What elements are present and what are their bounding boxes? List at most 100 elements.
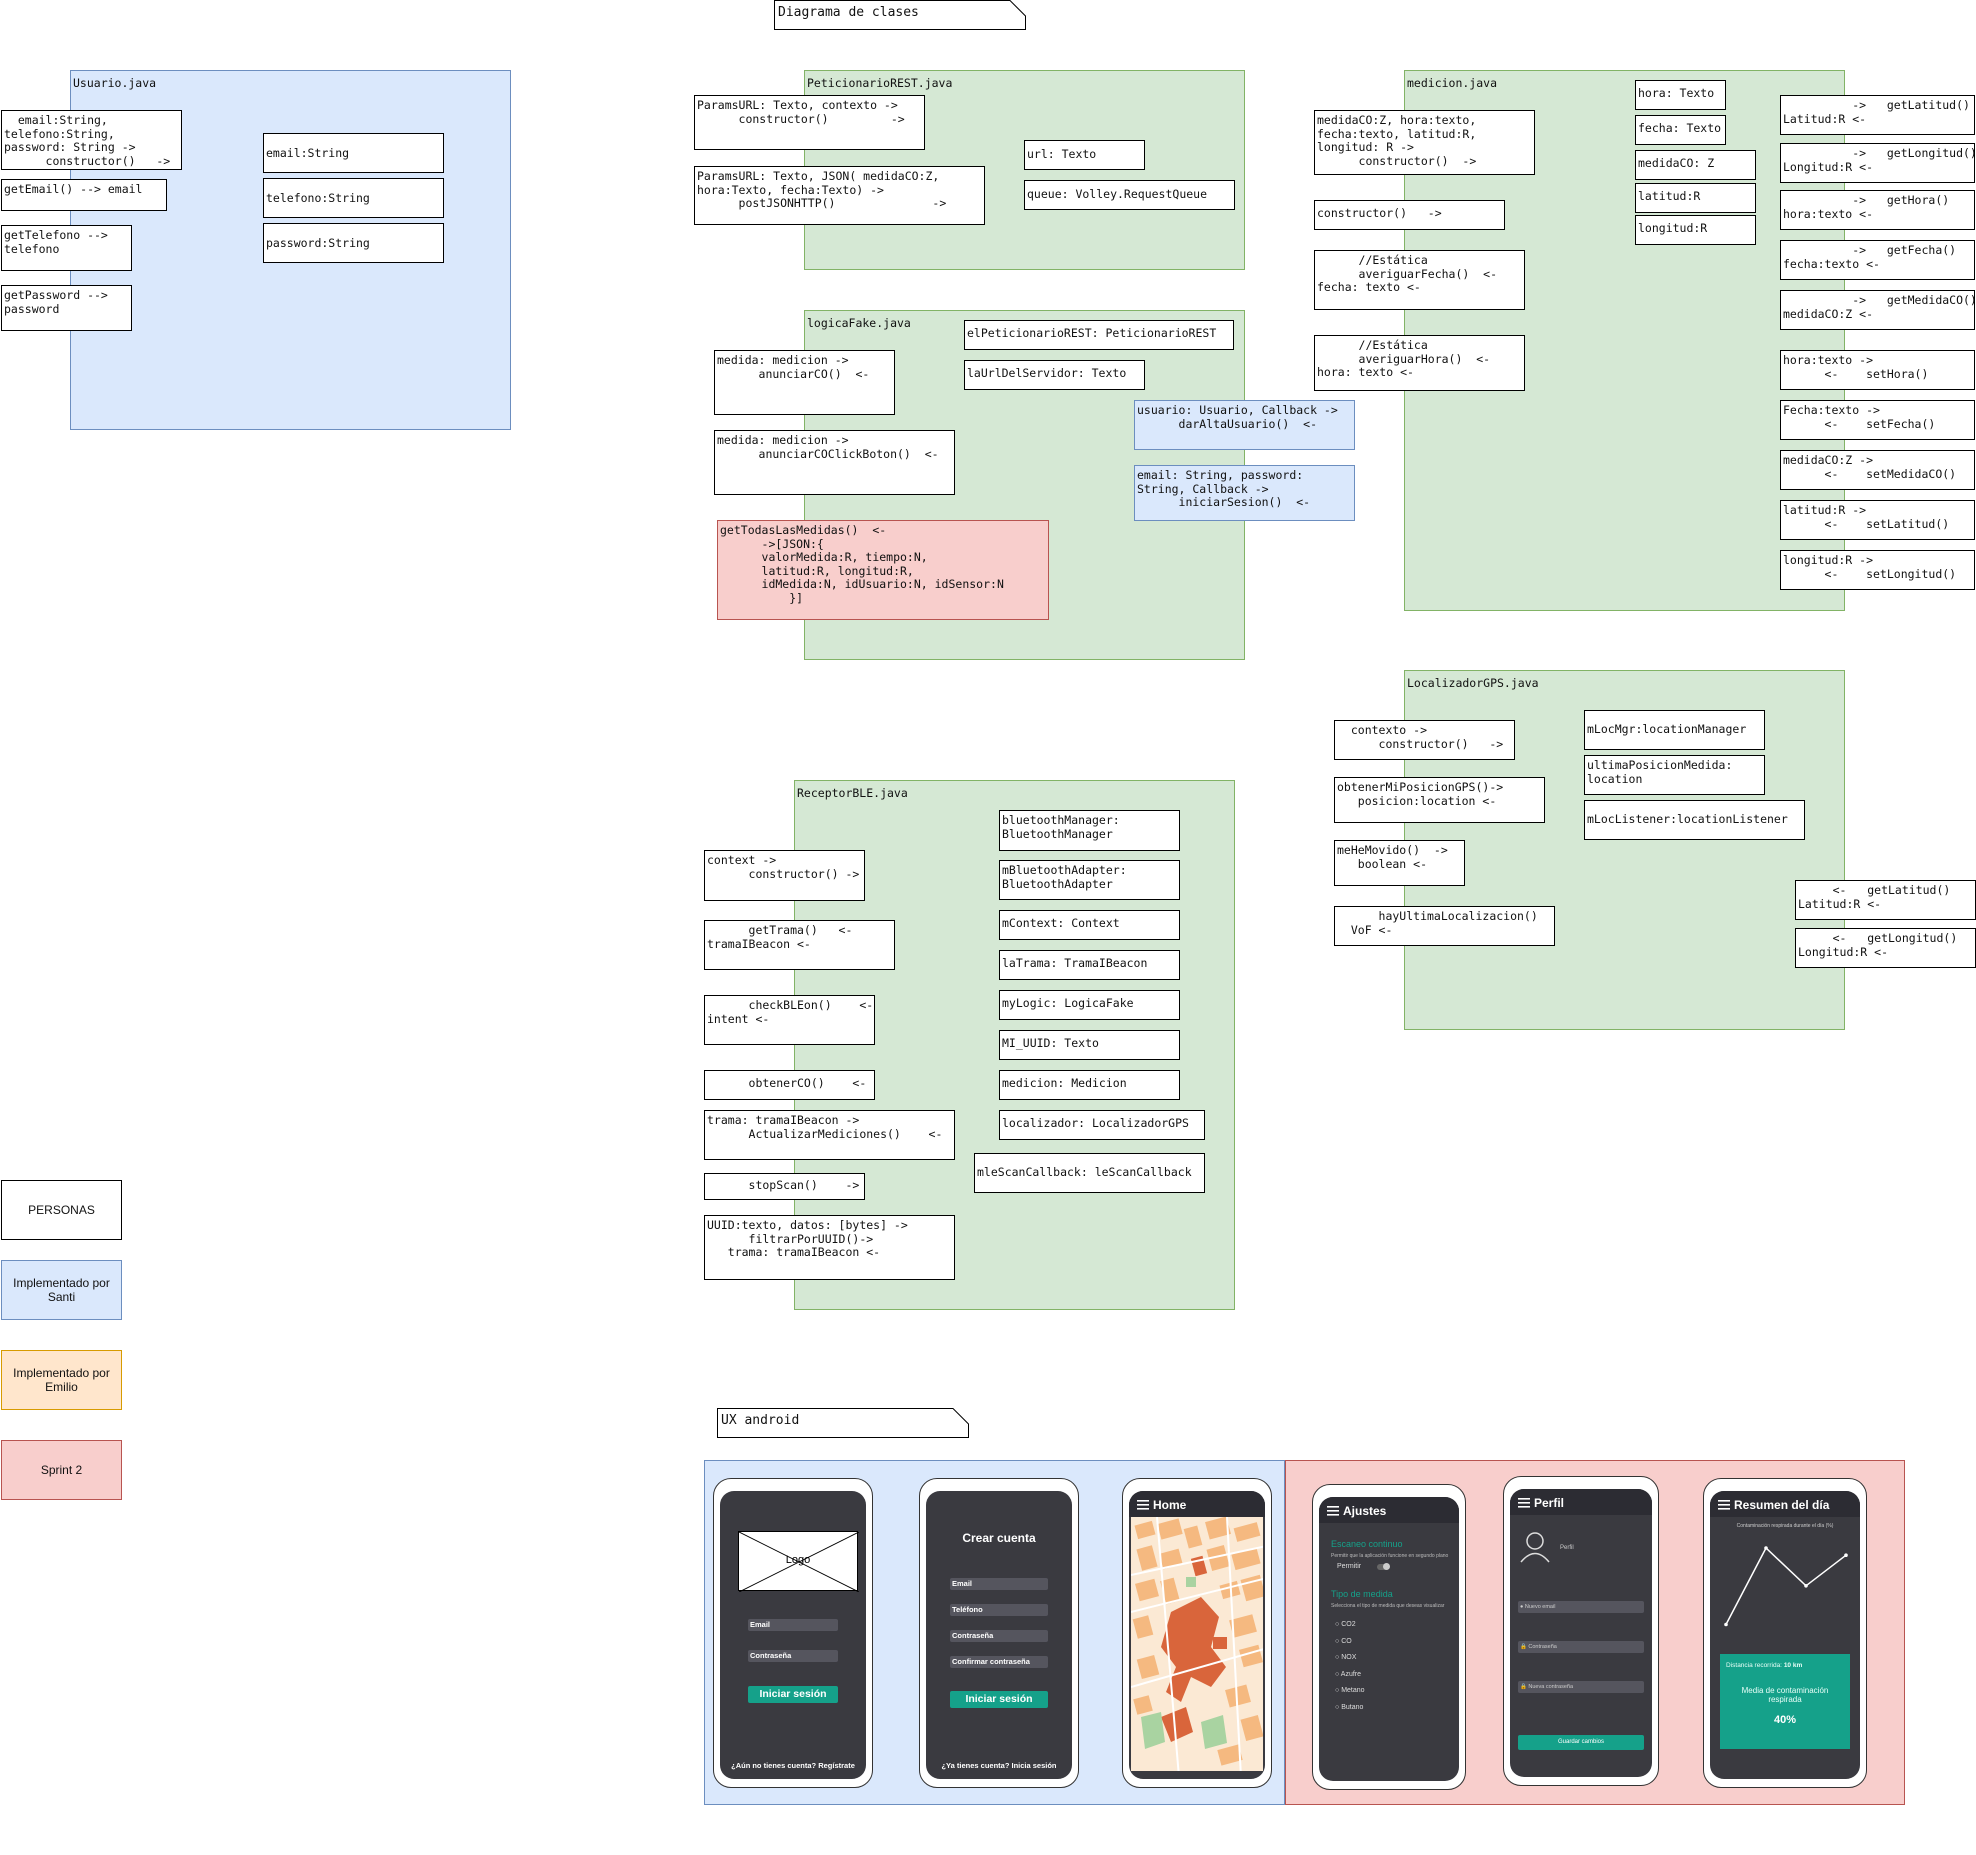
register-button[interactable]: Iniciar sesión (950, 1691, 1048, 1708)
localizador-hay-ultima: hayUltimaLocalizacion() VoF <- (1334, 906, 1555, 946)
localizador-ultima-posicion: ultimaPosicionMedida: location (1584, 755, 1765, 795)
login-button[interactable]: Iniciar sesión (748, 1686, 838, 1703)
logica-peticionario-attr: elPeticionarioREST: PeticionarioREST (964, 320, 1234, 350)
localizador-get-longitud: <- getLongitud() Longitud:R <- (1795, 928, 1976, 968)
logica-iniciar-sesion: email: String, password: String, Callbac… (1134, 465, 1355, 521)
settings-toggle[interactable] (1377, 1563, 1390, 1570)
logo-placeholder: Logo (738, 1531, 859, 1592)
localizador-loc-mgr: mLocMgr:locationManager (1584, 710, 1765, 750)
usuario-title: Usuario.java (73, 76, 157, 90)
settings-header: Ajustes (1319, 1497, 1459, 1523)
profile-label: Perfil (1560, 1545, 1574, 1551)
medicion-attr-longitud: longitud:R (1635, 215, 1756, 245)
receptor-attr-trama: laTrama: TramaIBeacon (999, 950, 1180, 980)
medicion-attr-hora: hora: Texto (1635, 80, 1726, 110)
summary-contam-value: 40% (1773, 1714, 1797, 1726)
legend-personas: PERSONAS (1, 1180, 122, 1240)
login-password-field[interactable]: Contraseña (748, 1650, 838, 1662)
localizador-get-latitud: <- getLatitud() Latitud:R <- (1795, 880, 1976, 920)
receptor-attr-medicion: medicion: Medicion (999, 1070, 1180, 1100)
peticionario-queue: queue: Volley.RequestQueue (1024, 180, 1235, 210)
home-map[interactable] (1131, 1517, 1263, 1771)
localizador-movido: meHeMovido() -> boolean <- (1334, 840, 1465, 886)
phone-profile: Perfil Perfil ● Nuevo email 🔒 Contraseña… (1503, 1476, 1659, 1786)
legend-santi: Implementado por Santi (1, 1260, 122, 1320)
register-confirm-field[interactable]: Confirmar contraseña (950, 1656, 1048, 1668)
phone-summary: Resumen del día Contaminación respirada … (1703, 1478, 1867, 1788)
profile-password-field[interactable]: 🔒 Contraseña (1518, 1641, 1644, 1653)
receptor-stop-scan: stopScan() -> (704, 1173, 865, 1200)
class-diagram-title: Diagrama de clases (774, 0, 1026, 30)
menu-icon[interactable] (1137, 1499, 1149, 1513)
medicion-get-hora: -> getHora() hora:texto <- (1780, 190, 1975, 230)
register-phone-field[interactable]: Teléfono (950, 1604, 1048, 1616)
logica-url-attr: laUrlDelServidor: Texto (964, 360, 1145, 390)
menu-icon[interactable] (1518, 1497, 1530, 1511)
logo-label: Logo (785, 1554, 811, 1566)
summary-contam-label: Media de contaminación respirada (1741, 1686, 1829, 1704)
medicion-get-latitud: -> getLatitud() Latitud:R <- (1780, 95, 1975, 135)
peticionario-title: PeticionarioREST.java (807, 76, 953, 90)
receptor-obtener-co: obtenerCO() <- (704, 1070, 875, 1100)
receptor-constructor: context -> constructor() -> (704, 850, 865, 901)
home-title: Home (1153, 1498, 1187, 1512)
usuario-telefono-attr: telefono:String (263, 178, 444, 218)
receptor-attr-logic: myLogic: LogicaFake (999, 990, 1180, 1020)
phone-register: Crear cuenta Email Teléfono Contraseña C… (919, 1478, 1079, 1788)
medicion-attr-latitud: latitud:R (1635, 183, 1756, 213)
settings-option[interactable]: ○ Metano (1335, 1687, 1365, 1694)
settings-section-type-desc: Selecciona el tipo de medida que deseas … (1331, 1603, 1445, 1609)
receptor-attr-uuid: MI_UUID: Texto (999, 1030, 1180, 1060)
medicion-set-latitud: latitud:R -> <- setLatitud() (1780, 500, 1975, 540)
settings-title: Ajustes (1343, 1504, 1387, 1518)
medicion-constructor-full: medidaCO:Z, hora:texto, fecha:texto, lat… (1314, 110, 1535, 175)
profile-save-button[interactable]: Guardar cambios (1518, 1735, 1644, 1750)
menu-icon[interactable] (1327, 1505, 1339, 1519)
phone-home: Home (1122, 1478, 1272, 1788)
logica-anunciar-co: medida: medicion -> anunciarCO() <- (714, 350, 895, 415)
profile-email-field[interactable]: ● Nuevo email (1518, 1601, 1644, 1613)
receptor-attr-localizador: localizador: LocalizadorGPS (999, 1110, 1205, 1140)
profile-new-password-field[interactable]: 🔒 Nueva contraseña (1518, 1681, 1644, 1693)
usuario-get-email: getEmail() --> email (1, 179, 167, 211)
summary-title: Resumen del día (1734, 1498, 1830, 1512)
profile-title: Perfil (1534, 1496, 1565, 1510)
settings-option[interactable]: ○ CO (1335, 1637, 1352, 1645)
ux-android-title: UX android (717, 1408, 969, 1438)
settings-option[interactable]: ○ Butano (1335, 1703, 1364, 1711)
settings-section-scan-desc: Permitir que la aplicación funcione en s… (1331, 1553, 1449, 1559)
register-password-field[interactable]: Contraseña (950, 1630, 1048, 1642)
medicion-set-medidaco: medidaCO:Z -> <- setMedidaCO() (1780, 450, 1975, 490)
settings-section-type: Tipo de medida (1331, 1589, 1393, 1599)
receptor-attr-bluetooth-adapter: mBluetoothAdapter: BluetoothAdapter (999, 860, 1180, 900)
receptor-title: ReceptorBLE.java (797, 786, 908, 800)
summary-chart (1724, 1546, 1848, 1627)
menu-icon[interactable] (1718, 1499, 1730, 1513)
logica-get-todas: getTodasLasMedidas() <- ->[JSON:{ valorM… (717, 520, 1049, 620)
logica-title: logicaFake.java (807, 316, 911, 330)
medicion-set-longitud: longitud:R -> <- setLongitud() (1780, 550, 1975, 590)
summary-chart-point (1804, 1584, 1808, 1588)
login-footer-link[interactable]: ¿Aún no tienes cuenta? Regístrate (731, 1761, 855, 1770)
medicion-constructor-empty: constructor() -> (1314, 200, 1505, 230)
medicion-averiguar-hora: //Estática averiguarHora() <- hora: text… (1314, 335, 1525, 391)
login-email-field[interactable]: Email (748, 1619, 838, 1631)
summary-header: Resumen del día (1710, 1491, 1860, 1517)
peticionario-url: url: Texto (1024, 140, 1145, 170)
register-email-field[interactable]: Email (950, 1578, 1048, 1590)
medicion-title: medicion.java (1407, 76, 1498, 90)
phone-login: Logo Email Contraseña Iniciar sesión ¿Aú… (713, 1478, 873, 1788)
settings-option[interactable]: ○ NOX (1335, 1654, 1357, 1661)
settings-option[interactable]: ○ CO2 (1335, 1621, 1356, 1628)
localizador-loc-listener: mLocListener:locationListener (1584, 800, 1805, 840)
receptor-attr-bluetooth-manager: bluetoothManager: BluetoothManager (999, 810, 1180, 851)
register-footer-link[interactable]: ¿Ya tienes cuenta? Inicia sesión (941, 1761, 1057, 1770)
settings-option[interactable]: ○ Azufre (1335, 1670, 1362, 1678)
avatar-icon (1518, 1529, 1552, 1568)
summary-chart-line (1725, 1546, 1847, 1625)
home-header: Home (1129, 1491, 1265, 1517)
profile-header: Perfil (1510, 1489, 1652, 1515)
legend-sprint2: Sprint 2 (1, 1440, 122, 1500)
localizador-obtener: obtenerMiPosicionGPS()-> posicion:locati… (1334, 777, 1545, 823)
peticionario-post: ParamsURL: Texto, JSON( medidaCO:Z, hora… (694, 166, 985, 225)
